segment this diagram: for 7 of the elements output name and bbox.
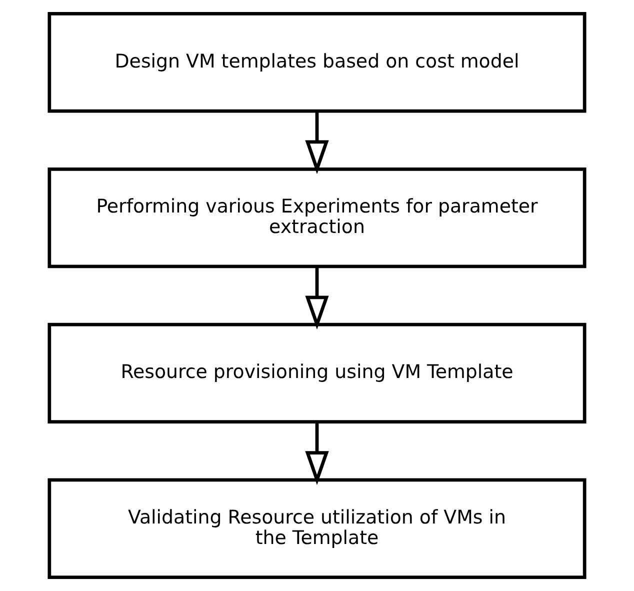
arrow [305, 266, 329, 330]
arrow [305, 111, 329, 174]
node-box: Validating Resource utilization of VMs in the Template [48, 478, 586, 579]
node-box: Design VM templates based on cost model [48, 12, 586, 113]
arrow [305, 422, 329, 485]
node-box: Performing various Experiments for parameter extraction [48, 167, 586, 268]
node-box: Resource provisioning using VM Template [48, 322, 586, 424]
